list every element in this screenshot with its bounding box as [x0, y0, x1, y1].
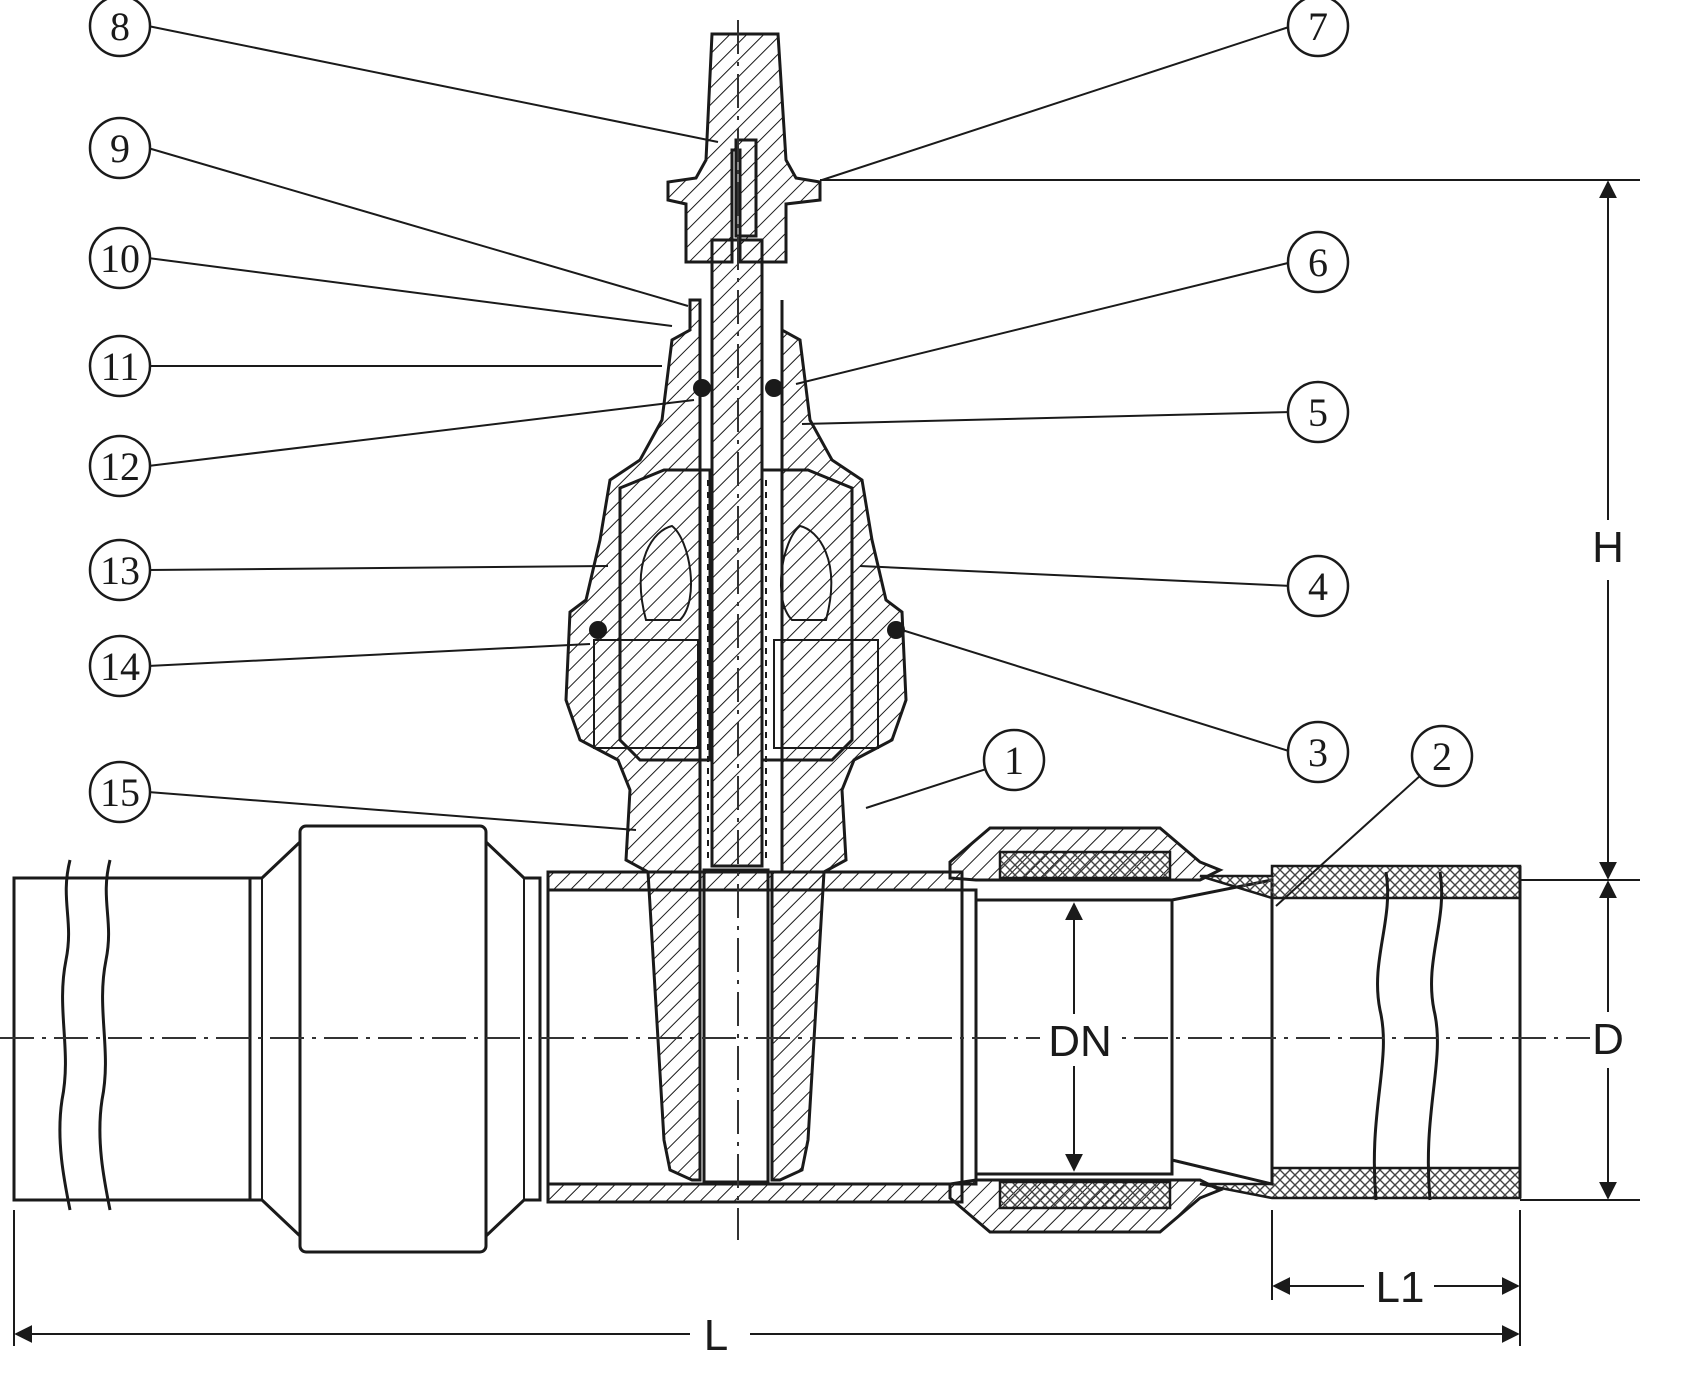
callout-11: 11 — [88, 334, 152, 398]
callout-circle — [1286, 230, 1350, 294]
callout-13: 13 — [88, 538, 152, 602]
callout-3: 3 — [1286, 720, 1350, 784]
callout-4: 4 — [1286, 554, 1350, 618]
dim-label-L1: L1 — [1376, 1263, 1425, 1312]
callout-number: 10 — [100, 236, 140, 281]
callout-2: 2 — [1410, 724, 1474, 788]
right-pipe — [1199, 864, 1522, 1201]
callout-number: 4 — [1308, 564, 1328, 609]
right-coupling — [948, 826, 1274, 1234]
callout-12: 12 — [88, 434, 152, 498]
callout-14: 14 — [88, 634, 152, 698]
callout-number: 14 — [100, 644, 140, 689]
callout-circle — [88, 434, 152, 498]
callout-number: 11 — [101, 344, 140, 389]
callout-number: 7 — [1308, 4, 1328, 49]
callout-number: 13 — [100, 548, 140, 593]
callout-number: 2 — [1432, 734, 1452, 779]
dim-label-L: L — [704, 1311, 728, 1360]
callout-leaders — [147, 25, 1443, 907]
callout-number: 8 — [110, 4, 130, 49]
callout-circle — [88, 0, 152, 58]
callout-circle — [1286, 720, 1350, 784]
dim-L1: L1 — [1271, 1210, 1521, 1312]
dim-label-D: D — [1592, 1015, 1624, 1064]
callout-8: 8 — [88, 0, 152, 58]
callout-number: 9 — [110, 126, 130, 171]
callout-number: 6 — [1308, 240, 1328, 285]
dim-label-H: H — [1592, 523, 1624, 572]
callout-number: 3 — [1308, 730, 1328, 775]
operating-cap — [666, 32, 822, 264]
callout-15: 15 — [88, 760, 152, 824]
callout-circle — [88, 334, 152, 398]
callout-circle — [88, 760, 152, 824]
dim-label-DN: DN — [1048, 1017, 1112, 1066]
callout-7: 7 — [1286, 0, 1350, 58]
callout-number: 5 — [1308, 390, 1328, 435]
callout-number: 1 — [1004, 738, 1024, 783]
callout-circle — [1286, 554, 1350, 618]
bonnet — [564, 298, 908, 874]
dim-H: H — [820, 179, 1640, 881]
callout-9: 9 — [88, 116, 152, 180]
callout-circle — [88, 226, 152, 290]
callout-circle — [88, 116, 152, 180]
callout-circle — [1286, 380, 1350, 444]
gate-wedge — [646, 868, 826, 1184]
callout-circle — [982, 728, 1046, 792]
callout-circle — [88, 538, 152, 602]
callout-6: 6 — [1286, 230, 1350, 294]
callout-number: 12 — [100, 444, 140, 489]
callout-circle — [1286, 0, 1350, 58]
callout-circle — [88, 634, 152, 698]
callout-circle — [1410, 724, 1474, 788]
dim-DN: DN — [1040, 902, 1116, 1172]
callout-5: 5 — [1286, 380, 1350, 444]
callout-10: 10 — [88, 226, 152, 290]
dim-L: L — [13, 1210, 1521, 1362]
callout-1: 1 — [982, 728, 1046, 792]
dim-D: D — [1520, 880, 1640, 1201]
callout-number: 15 — [100, 770, 140, 815]
